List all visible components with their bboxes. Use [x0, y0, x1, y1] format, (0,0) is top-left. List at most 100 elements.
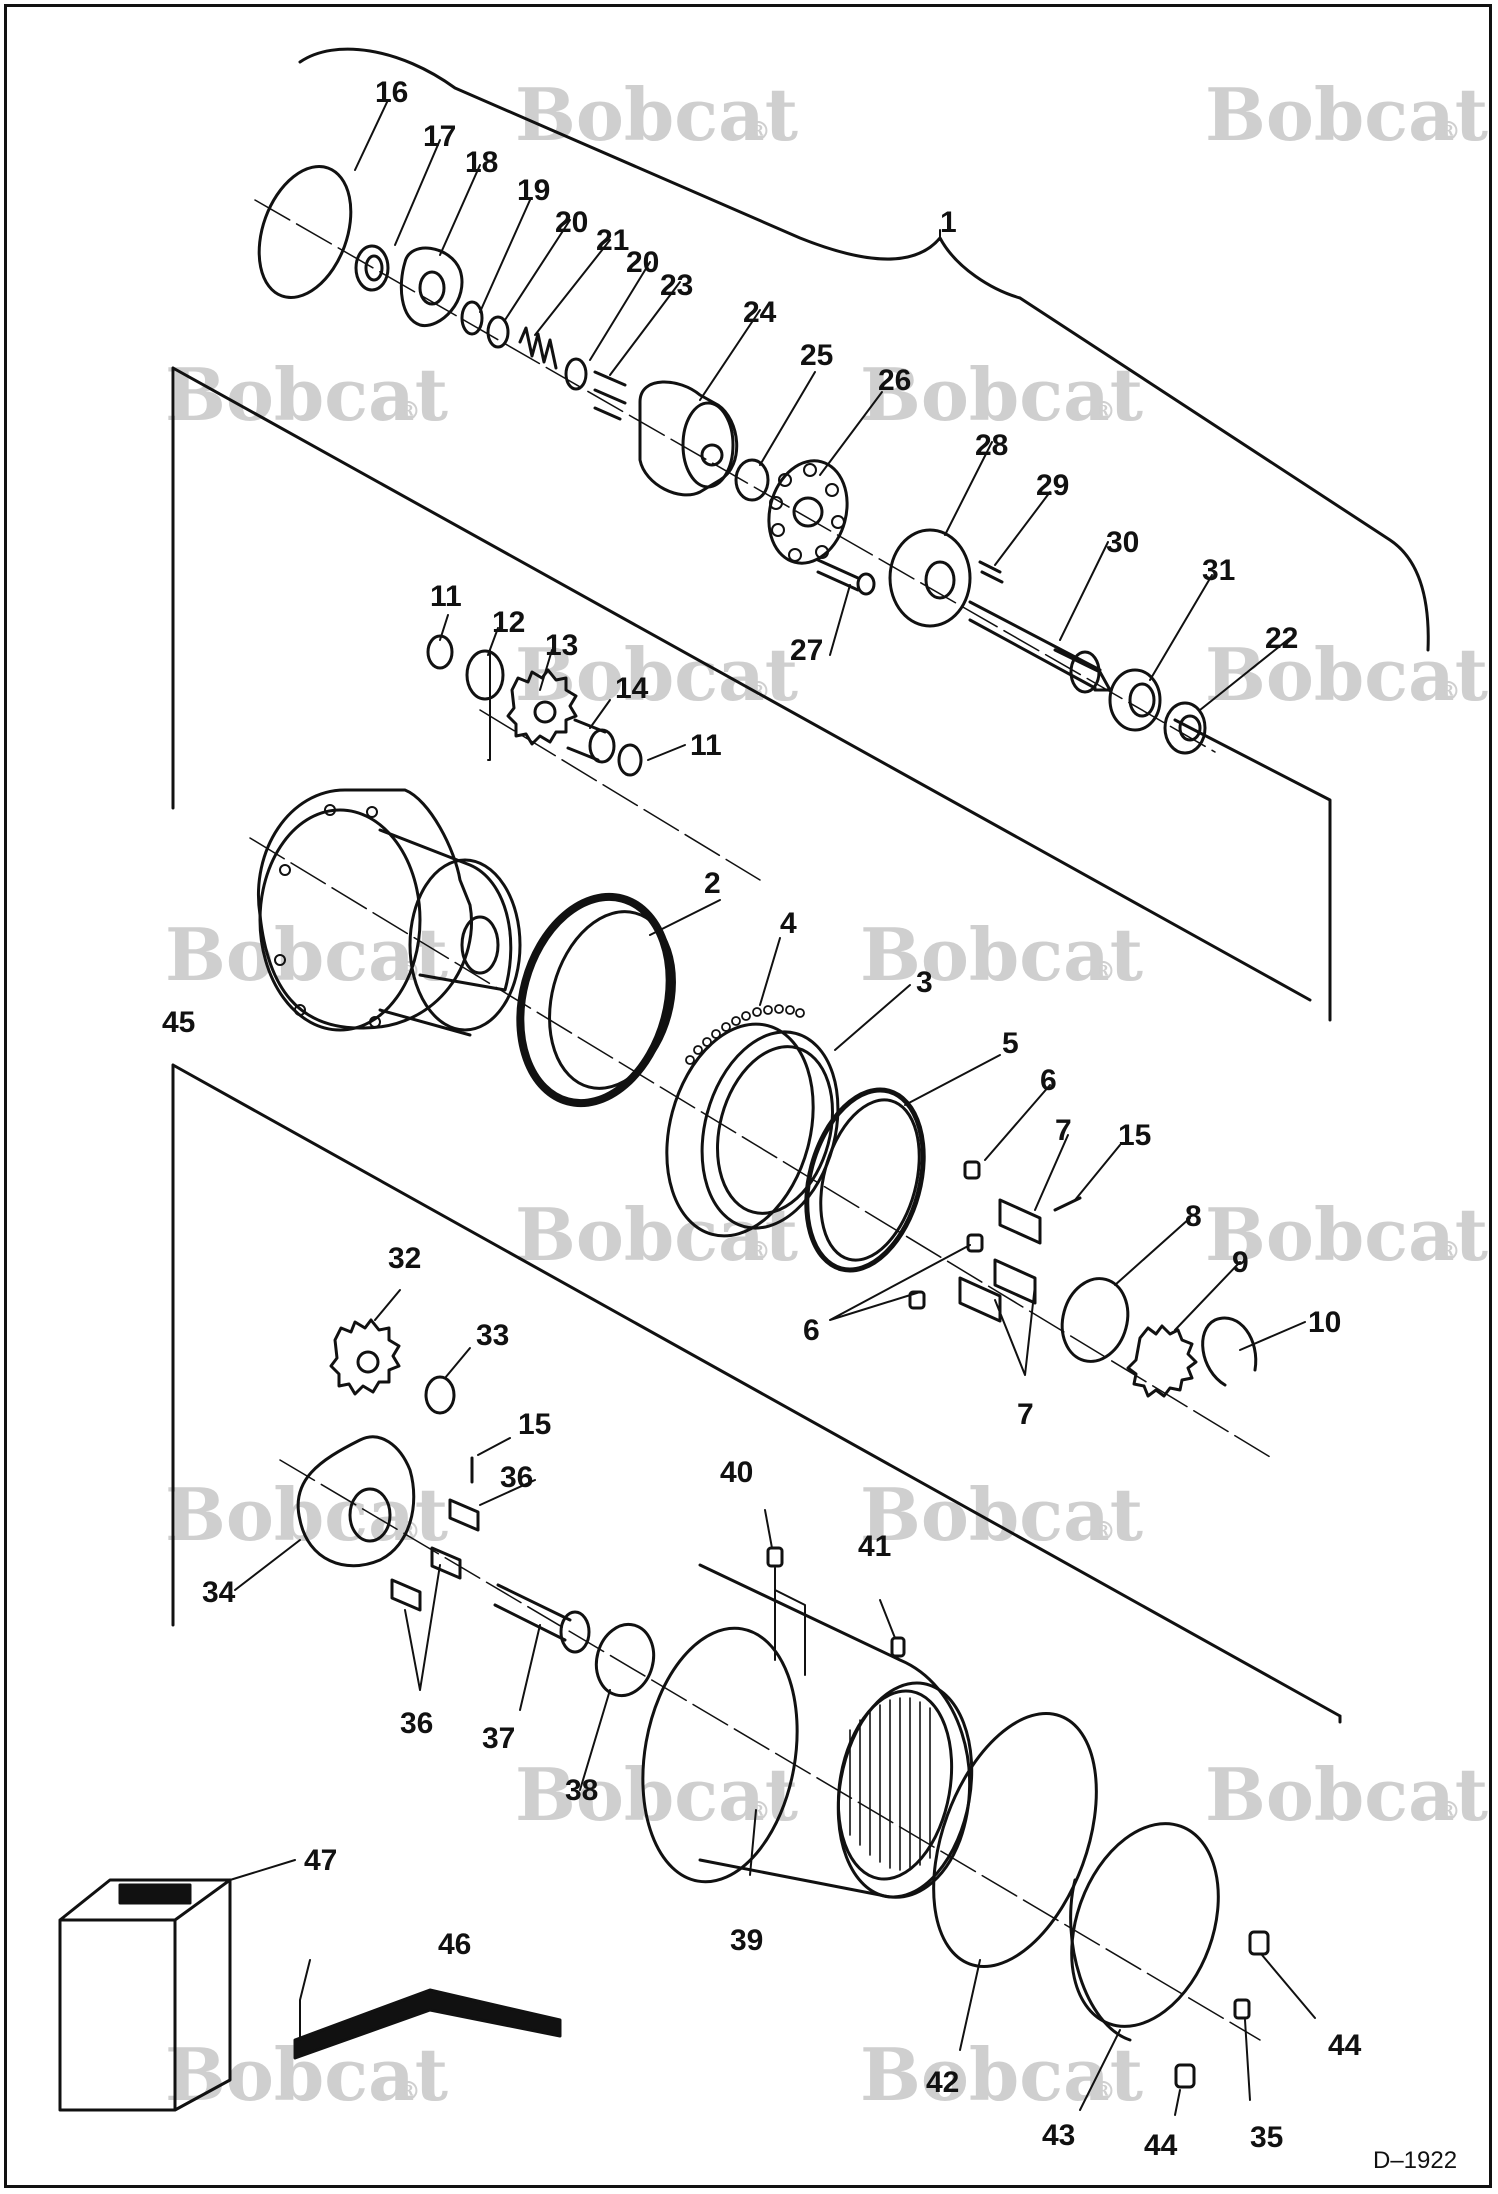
callout-18: 18 [465, 146, 498, 179]
svg-text:®: ® [745, 1237, 771, 1267]
callout-35: 35 [1250, 2121, 1283, 2154]
callout-1: 1 [940, 206, 957, 239]
part-22-bearing-bore [1178, 714, 1202, 742]
callout-19: 19 [517, 174, 550, 207]
svg-text:Bobcat: Bobcat [860, 1472, 1143, 1557]
watermark: Bobcat® [1205, 632, 1488, 717]
part-26-shoe-plate [767, 459, 849, 565]
callout-36: 36 [500, 1461, 533, 1494]
part-12-needle-bearing [465, 649, 505, 701]
callout-22: 22 [1265, 622, 1298, 655]
callout-32: 32 [388, 1242, 421, 1275]
watermark: Bobcat® [515, 632, 798, 717]
svg-text:Bobcat: Bobcat [165, 912, 448, 997]
part-39-splines [849, 1697, 931, 1871]
part-2-floating-seal [516, 892, 674, 1108]
part-47-label [118, 1883, 192, 1905]
part-45-flange [258, 808, 422, 1032]
svg-text:Bobcat: Bobcat [1205, 72, 1488, 157]
part-40-plug [766, 1546, 784, 1568]
callout-47: 47 [304, 1844, 337, 1877]
part-13-gear-bore [533, 700, 557, 724]
part-20-washer [486, 315, 510, 349]
part-26-center-hole [792, 496, 824, 528]
part-44-plug [1248, 1930, 1270, 1956]
watermark: Bobcat® [515, 1192, 798, 1277]
svg-text:®: ® [1090, 1517, 1116, 1547]
part-42-o-ring [932, 1712, 1098, 1968]
part-4-balls [685, 1004, 805, 1065]
part-14-bushing [566, 718, 607, 762]
figure-id: D–1922 [1373, 2147, 1457, 2174]
part-7-pin [998, 1198, 1042, 1245]
part-40-leader [774, 1567, 806, 1676]
watermark: Bobcat® [860, 352, 1143, 437]
svg-text:Bobcat: Bobcat [515, 72, 798, 157]
callout-15: 15 [518, 1408, 551, 1441]
watermark: Bobcat® [1205, 1192, 1488, 1277]
part-37-shaft [493, 1583, 572, 1642]
part-14-bushing-end [588, 728, 616, 764]
callout-24: 24 [743, 296, 777, 329]
watermark-layer: Bobcat® Bobcat® Bobcat® Bobcat® Bobcat® … [165, 72, 1488, 2117]
callout-11: 11 [690, 729, 722, 762]
callout-46: 46 [438, 1928, 471, 1961]
part-5-retainer-ring [804, 1087, 926, 1273]
svg-text:Bobcat: Bobcat [1205, 1192, 1488, 1277]
assembly-brace [298, 47, 1430, 652]
part-10-snap-ring [1201, 1316, 1258, 1387]
part-45-carrier [408, 858, 522, 1032]
part-11-thrust-washer [426, 634, 454, 670]
part-46-sheet [293, 1988, 562, 2060]
watermark: Bobcat® [515, 1752, 798, 1837]
watermark: Bobcat® [165, 352, 448, 437]
svg-text:®: ® [745, 117, 771, 147]
part-36-pin [448, 1498, 480, 1532]
callout-45: 45 [162, 1006, 195, 1039]
part-9-sun-gear [1126, 1324, 1198, 1398]
callout-36: 36 [400, 1707, 433, 1740]
part-45-bolt-holes [274, 804, 381, 1028]
callout-37: 37 [482, 1722, 515, 1755]
svg-text:Bobcat: Bobcat [1205, 632, 1488, 717]
svg-text:®: ® [1435, 1797, 1461, 1827]
part-17-bearing [354, 244, 390, 292]
svg-text:®: ® [1435, 677, 1461, 707]
part-34-carrier-hub [348, 1487, 392, 1543]
callout-42: 42 [926, 2066, 959, 2099]
callout-6: 6 [1040, 1064, 1057, 1097]
part-32-planet-gear [329, 1318, 401, 1396]
svg-text:®: ® [1435, 1237, 1461, 1267]
callout-8: 8 [1185, 1200, 1202, 1233]
part-34-planet-carrier [296, 1435, 416, 1568]
watermark: Bobcat® [165, 1472, 448, 1557]
svg-text:®: ® [1435, 117, 1461, 147]
callout-20: 20 [555, 206, 588, 239]
watermark: Bobcat® [860, 1472, 1143, 1557]
callout-21: 21 [596, 224, 629, 257]
callout-12: 12 [492, 606, 525, 639]
callout-41: 41 [858, 1530, 891, 1563]
part-36-pin [430, 1546, 462, 1580]
svg-text:Bobcat: Bobcat [515, 1752, 798, 1837]
part-28-swash-bore [924, 560, 956, 600]
callout-15: 15 [1118, 1119, 1151, 1152]
svg-text:Bobcat: Bobcat [860, 352, 1143, 437]
callout-7: 7 [1055, 1114, 1072, 1147]
svg-text:®: ® [745, 1797, 771, 1827]
callout-11: 11 [430, 580, 462, 613]
callout-17: 17 [423, 120, 456, 153]
svg-text:®: ® [1090, 397, 1116, 427]
svg-text:®: ® [395, 2077, 421, 2107]
part-43-cover [1070, 1822, 1220, 2028]
callout-13: 13 [545, 629, 578, 662]
part-38-o-ring [594, 1622, 656, 1698]
callout-29: 29 [1036, 469, 1069, 502]
diagram-frame [4, 4, 1492, 2188]
svg-text:®: ® [395, 957, 421, 987]
svg-text:®: ® [1090, 957, 1116, 987]
part-3-ring-bore [715, 1045, 835, 1215]
part-32-gear-bore [356, 1350, 380, 1374]
callout-38: 38 [565, 1774, 598, 1807]
part-11b-thrust-washer [617, 743, 643, 777]
